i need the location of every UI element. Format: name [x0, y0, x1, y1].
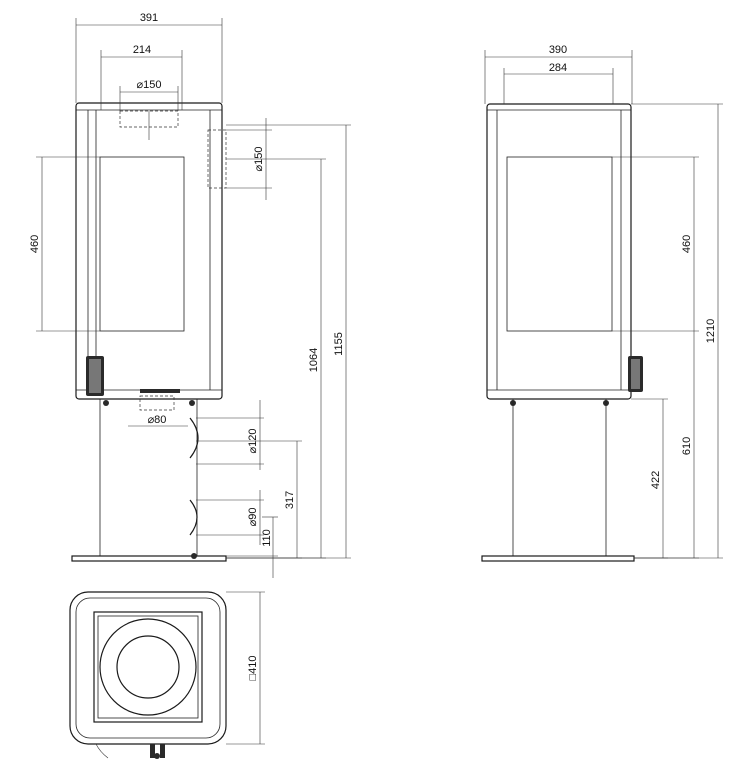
dim-side-inner: 284: [549, 62, 567, 74]
dim-side-total: 1210: [705, 319, 717, 343]
plan-firebox: [93, 611, 203, 723]
side-view: 390 284 460 1210 610 422: [481, 44, 723, 562]
front-view: 391 214 ⌀150 ⌀150 460 ⌀80 ⌀120 ⌀90: [29, 12, 351, 578]
dim-front-top-dia: ⌀150: [137, 79, 162, 91]
dim-side-glass: 460: [681, 235, 693, 253]
dim-front-glass: 460: [29, 235, 41, 253]
dim-front-air-dia: ⌀80: [148, 414, 167, 426]
front-glass-door: [99, 156, 185, 332]
dim-plan-410: □410: [247, 656, 259, 681]
dim-front-214: 214: [133, 44, 151, 56]
plan-outer-ring: [99, 618, 197, 716]
dim-front-317: 317: [284, 491, 296, 509]
side-stove-body: [486, 103, 632, 400]
dim-front-110: 110: [261, 529, 273, 547]
plan-base-outline: [69, 591, 227, 745]
front-stove-body: [75, 102, 223, 400]
front-base-plate: [71, 555, 227, 562]
dim-side-width: 390: [549, 44, 567, 56]
dim-front-width: 391: [140, 12, 158, 24]
dim-side-610: 610: [681, 437, 693, 455]
side-glass-door: [506, 156, 613, 332]
dim-front-1064: 1064: [308, 348, 320, 372]
plan-view: □410: [69, 591, 265, 759]
dim-front-pipe-lower: ⌀90: [247, 508, 259, 527]
dim-side-422: 422: [650, 471, 662, 489]
side-base-plate: [481, 555, 635, 562]
plan-inner-ring: [116, 635, 180, 699]
dim-front-1155: 1155: [333, 332, 345, 356]
